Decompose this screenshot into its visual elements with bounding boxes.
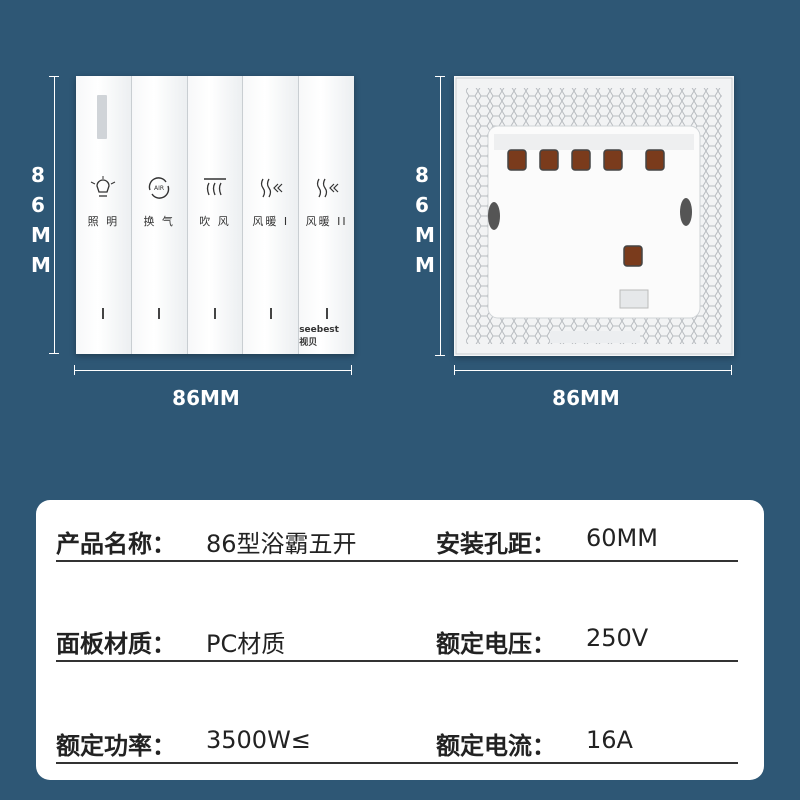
key-tick	[158, 308, 161, 319]
spec-value: 86型浴霸五开	[206, 530, 357, 558]
back-width-label: 86MM	[552, 386, 620, 410]
key-tick	[102, 308, 105, 319]
spec-row: 面板材质： PC材质 额定电压： 250V	[56, 624, 738, 662]
key-label: 吹 风	[199, 215, 231, 228]
switch-key-heat-1[interactable]: 风暖 I	[243, 76, 300, 354]
spec-value: 16A	[586, 726, 633, 754]
front-height-text: 86MM	[31, 163, 51, 277]
back-width-bracket	[454, 365, 732, 375]
switch-key-blow[interactable]: 吹 风	[187, 76, 244, 354]
spec-key: 面板材质：	[56, 630, 176, 658]
spec-key: 额定功率：	[56, 732, 176, 760]
key-tick	[325, 308, 328, 319]
spec-value: PC材质	[206, 630, 286, 658]
switch-key-light[interactable]: 照 明	[76, 76, 132, 354]
spec-card: 产品名称： 86型浴霸五开 安装孔距： 60MM 面板材质： PC材质 额定电压…	[36, 500, 764, 780]
light-bulb-icon	[76, 176, 131, 204]
blow-icon	[188, 176, 243, 204]
heat-wave-icon	[299, 176, 354, 204]
spec-value: 250V	[586, 624, 649, 652]
switch-front-panel: 照 明 AIR 换 气 吹 风 风暖 I 风暖 II seebest 视贝	[76, 76, 354, 354]
back-housing-illustration	[455, 77, 733, 355]
spec-row: 产品名称： 86型浴霸五开 安装孔距： 60MM	[56, 524, 738, 562]
spec-value: 60MM	[586, 524, 658, 552]
front-width-label: 86MM	[172, 386, 240, 410]
switch-back-panel	[454, 76, 734, 356]
back-height-label: 86MM	[410, 160, 435, 280]
key-label: 风暖 II	[305, 215, 348, 228]
back-height-text: 86MM	[415, 163, 435, 277]
key-label: 照 明	[87, 215, 120, 228]
switch-key-heat-2[interactable]: 风暖 II seebest 视贝	[299, 76, 354, 354]
key-label: 风暖 I	[252, 215, 290, 228]
spec-value: 3500W≤	[206, 726, 311, 754]
brand-logo: seebest 视贝	[299, 325, 339, 348]
spec-key: 额定电压：	[436, 630, 556, 658]
heat-wave-icon	[243, 176, 298, 204]
indicator-strip	[97, 95, 107, 139]
key-tick	[269, 308, 272, 319]
front-height-label: 86MM	[26, 160, 51, 280]
spec-key: 安装孔距：	[436, 530, 556, 558]
key-label: 换 气	[143, 215, 175, 228]
spec-key: 产品名称：	[56, 530, 176, 558]
spec-row: 额定功率： 3500W≤ 额定电流： 16A	[56, 726, 738, 764]
svg-text:AIR: AIR	[154, 185, 164, 192]
back-height-bracket	[435, 76, 445, 356]
switch-key-ventilation[interactable]: AIR 换 气	[131, 76, 188, 354]
air-exchange-icon: AIR	[132, 176, 187, 204]
spec-key: 额定电流：	[436, 732, 556, 760]
front-height-bracket	[49, 76, 59, 354]
front-width-bracket	[74, 365, 352, 375]
key-tick	[213, 308, 216, 319]
